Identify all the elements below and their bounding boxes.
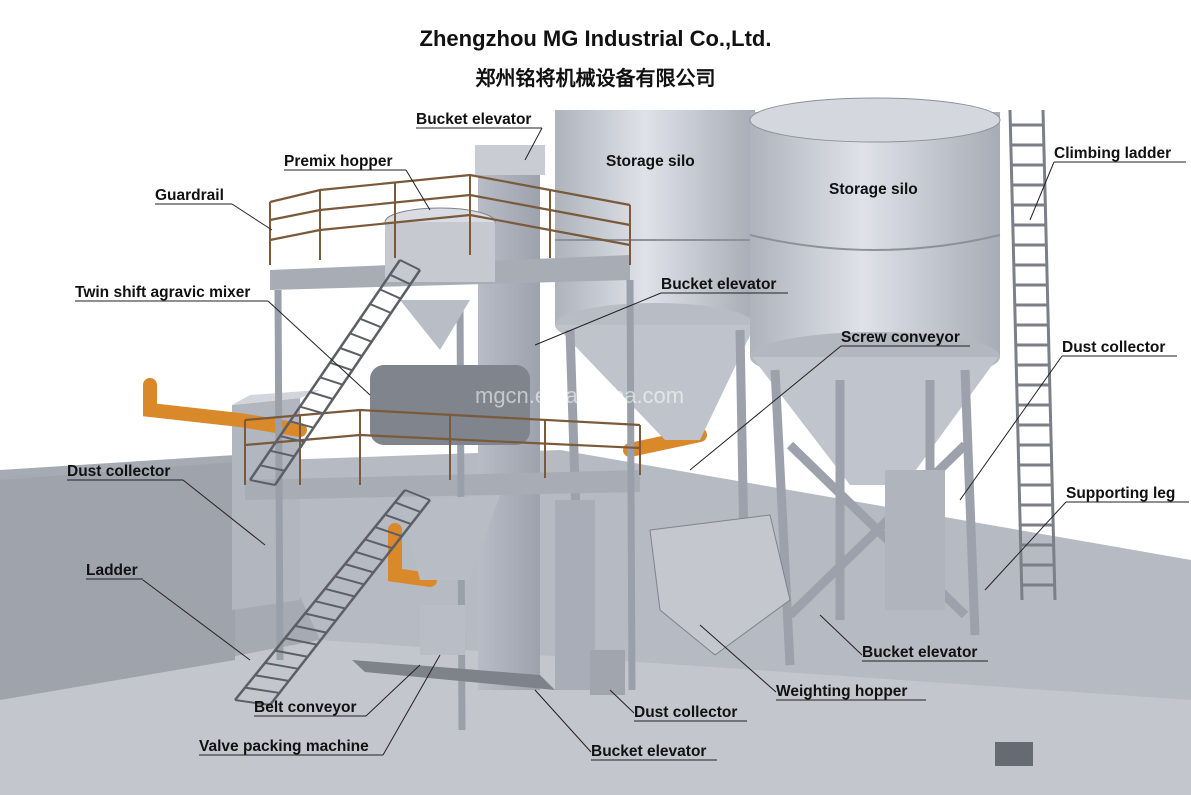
leader-line — [689, 345, 842, 471]
leader-line — [382, 654, 441, 756]
label-ladder: Ladder — [86, 562, 251, 661]
leader-line — [182, 479, 266, 546]
climbing-ladder-rungs — [1010, 123, 1055, 587]
label-supporting-leg: Supporting leg — [984, 485, 1189, 591]
label-text: Twin shift agravic mixer — [75, 284, 250, 301]
label-bucket-elevator-top: Bucket elevator — [416, 111, 543, 161]
label-premix-hopper: Premix hopper — [284, 153, 431, 211]
label-text: Climbing ladder — [1054, 145, 1171, 162]
leader-line — [534, 292, 662, 346]
label-twin-shift-mixer: Twin shift agravic mixer — [75, 284, 371, 396]
leader-line — [231, 203, 273, 231]
label-text: Belt conveyor — [254, 699, 357, 716]
label-text: Dust collector — [67, 463, 170, 480]
label-text: Bucket elevator — [591, 743, 706, 760]
label-weighting-hopper: Weighting hopper — [699, 624, 926, 701]
label-text: Valve packing machine — [199, 738, 369, 755]
label-text: Premix hopper — [284, 153, 393, 170]
label-bucket-elevator-right: Bucket elevator — [819, 614, 988, 662]
label-text: Guardrail — [155, 187, 224, 204]
premix-hopper-shape — [384, 207, 496, 350]
guardrail-posts — [244, 175, 641, 485]
storage-silo-front — [749, 97, 1001, 485]
label-storage-silo-2: Storage silo — [829, 181, 918, 198]
leader-line — [1029, 161, 1055, 221]
leader-line — [534, 689, 592, 753]
label-text: Bucket elevator — [862, 644, 977, 661]
weighting-hopper-shape — [649, 514, 791, 656]
leader-line — [524, 127, 543, 161]
leader-line — [405, 169, 431, 211]
label-belt-conveyor: Belt conveyor — [254, 664, 421, 717]
leader-line — [959, 355, 1063, 501]
label-text: Dust collector — [634, 704, 737, 721]
leader-line — [984, 501, 1067, 591]
label-storage-silo-1: Storage silo — [606, 153, 695, 170]
leader-line — [609, 689, 635, 714]
label-text: Bucket elevator — [416, 111, 531, 128]
watermark: mgcn.en.alibaba.com — [475, 383, 684, 408]
label-climbing-ladder: Climbing ladder — [1029, 145, 1186, 221]
label-screw-conveyor: Screw conveyor — [689, 329, 970, 471]
leader-line — [699, 624, 777, 693]
label-text: Screw conveyor — [841, 329, 960, 346]
label-text: Supporting leg — [1066, 485, 1175, 502]
company-name-en: Zhengzhou MG Industrial Co.,Ltd. — [419, 26, 772, 51]
label-text: Ladder — [86, 562, 138, 579]
label-dust-collector-right: Dust collector — [959, 339, 1177, 501]
label-text: Dust collector — [1062, 339, 1165, 356]
leader-line — [819, 614, 863, 656]
leader-line — [365, 664, 421, 717]
label-text: Storage silo — [829, 181, 918, 198]
leader-line — [267, 300, 371, 396]
label-dust-collector-bottom: Dust collector — [609, 689, 747, 722]
label-text: Weighting hopper — [776, 683, 907, 700]
leader-line — [142, 579, 251, 661]
belt-conveyor-shape — [352, 605, 555, 690]
stair-treads — [234, 259, 431, 706]
label-bucket-elevator-bottom: Bucket elevator — [534, 689, 717, 761]
climbing-ladder — [1008, 109, 1057, 601]
company-name-cn: 郑州铭将机械设备有限公司 — [475, 66, 716, 90]
label-text: Bucket elevator — [661, 276, 776, 293]
label-dust-collector-left: Dust collector — [67, 463, 266, 546]
label-bucket-elevator-mid: Bucket elevator — [534, 276, 788, 346]
label-valve-packing-machine: Valve packing machine — [199, 654, 441, 756]
label-guardrail: Guardrail — [155, 187, 273, 231]
twin-shaft-mixer-shape — [370, 365, 530, 580]
stair-ladder — [234, 259, 431, 706]
floor-opening — [995, 742, 1033, 766]
label-text: Storage silo — [606, 153, 695, 170]
